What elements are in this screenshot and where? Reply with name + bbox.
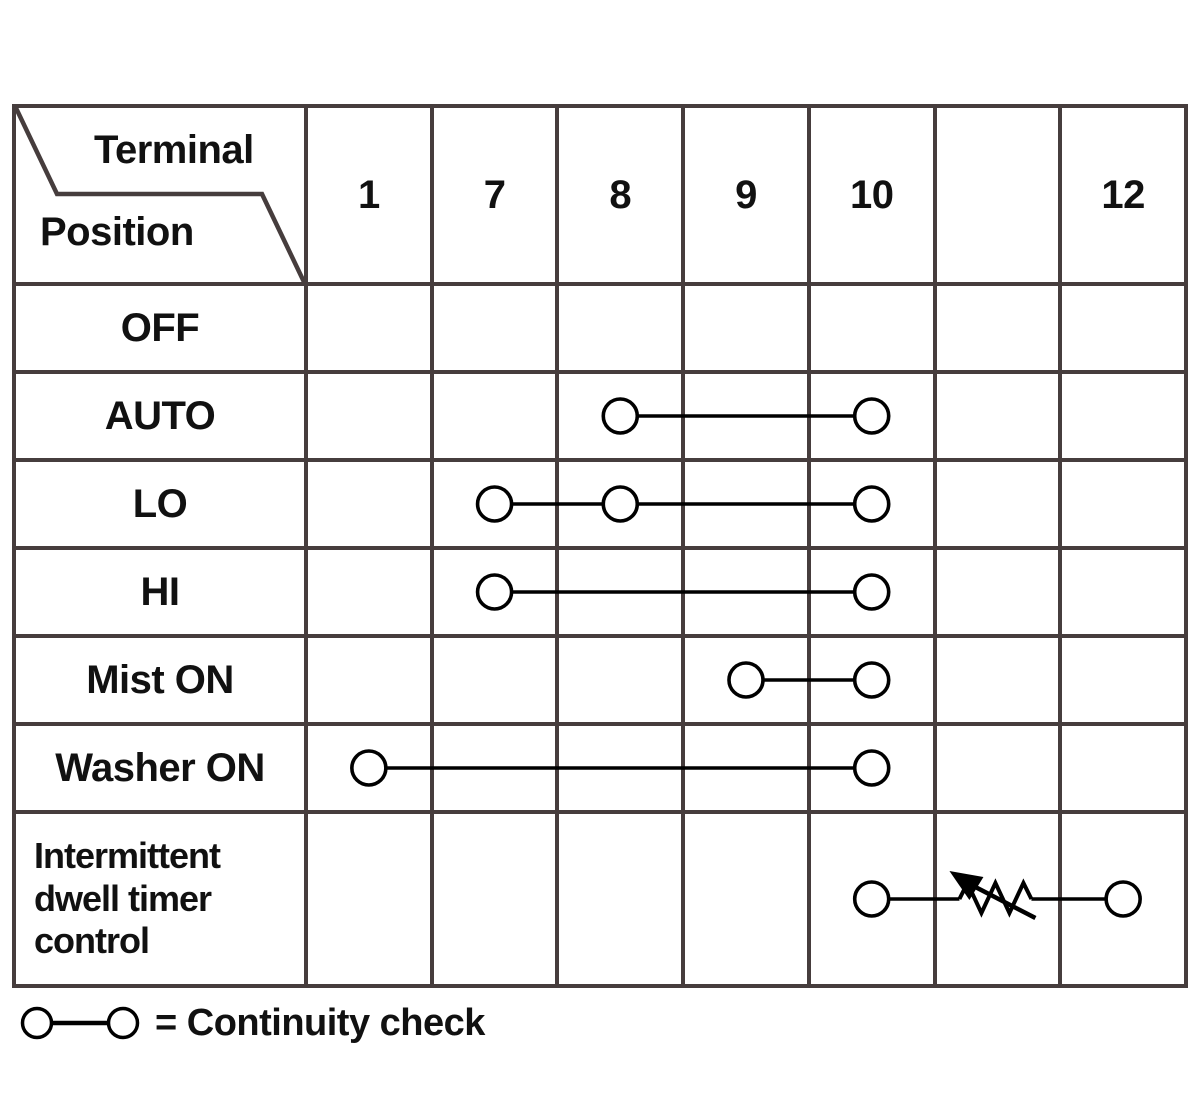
terminal-header-9: 9 <box>685 108 807 282</box>
position-label-lo: LO <box>16 462 304 546</box>
grid-cell <box>936 550 1059 634</box>
grid-cell <box>936 374 1059 458</box>
grid-cell <box>559 286 682 370</box>
grid-cell <box>308 638 430 722</box>
grid-cell <box>685 814 807 984</box>
terminal-header-8: 8 <box>559 108 682 282</box>
grid-cell <box>685 462 807 546</box>
continuity-check-symbol-icon <box>20 1006 140 1040</box>
grid-cell <box>685 638 807 722</box>
grid-cell <box>559 638 682 722</box>
grid-cell <box>308 550 430 634</box>
grid-cell <box>559 726 682 810</box>
terminal-header-blank <box>936 108 1059 282</box>
grid-cell <box>936 638 1059 722</box>
grid-cell <box>433 726 556 810</box>
grid-cell <box>1062 726 1184 810</box>
position-label-washer-on: Washer ON <box>16 726 304 810</box>
corner-terminal-label: Terminal <box>94 128 254 172</box>
terminal-header-7: 7 <box>433 108 556 282</box>
grid-cell <box>1062 462 1184 546</box>
terminal-header-12: 12 <box>1062 108 1184 282</box>
grid-cell <box>936 814 1059 984</box>
grid-cell <box>810 462 933 546</box>
position-label-mist-on: Mist ON <box>16 638 304 722</box>
grid-cell <box>308 462 430 546</box>
grid-cell <box>559 374 682 458</box>
grid-cell <box>810 814 933 984</box>
grid-cell <box>810 286 933 370</box>
grid-cell <box>559 814 682 984</box>
grid-cell <box>433 374 556 458</box>
terminal-header-10: 10 <box>810 108 933 282</box>
corner-position-label: Position <box>40 210 194 254</box>
grid-cell <box>433 550 556 634</box>
grid-cell <box>810 726 933 810</box>
terminal-header-1: 1 <box>308 108 430 282</box>
grid-cell <box>685 550 807 634</box>
grid-cell <box>1062 374 1184 458</box>
grid-cell <box>559 462 682 546</box>
grid-cell <box>1062 550 1184 634</box>
grid-cell <box>433 814 556 984</box>
grid-cell <box>1062 286 1184 370</box>
grid-cell <box>308 814 430 984</box>
grid-cell <box>936 726 1059 810</box>
grid-cell <box>433 462 556 546</box>
grid-cell <box>308 286 430 370</box>
grid-cell <box>685 726 807 810</box>
legend-label: = Continuity check <box>155 1001 485 1044</box>
grid-cell <box>433 638 556 722</box>
legend: = Continuity check <box>19 1000 485 1046</box>
grid-cell <box>1062 814 1184 984</box>
grid-cell <box>308 726 430 810</box>
position-label-auto: AUTO <box>16 374 304 458</box>
grid-cell <box>685 374 807 458</box>
grid-cell <box>308 374 430 458</box>
grid-cell <box>810 550 933 634</box>
grid-cell <box>433 286 556 370</box>
corner-divider-icon <box>16 108 304 282</box>
grid-cell <box>810 374 933 458</box>
position-label-intermittent-dwell-timer-control: Intermittent dwell timer control <box>16 814 304 984</box>
position-label-off: OFF <box>16 286 304 370</box>
grid-cell <box>559 550 682 634</box>
position-label-hi: HI <box>16 550 304 634</box>
grid-cell <box>685 286 807 370</box>
grid-cell <box>936 286 1059 370</box>
grid-cell <box>1062 638 1184 722</box>
grid-cell <box>936 462 1059 546</box>
grid-cell <box>810 638 933 722</box>
